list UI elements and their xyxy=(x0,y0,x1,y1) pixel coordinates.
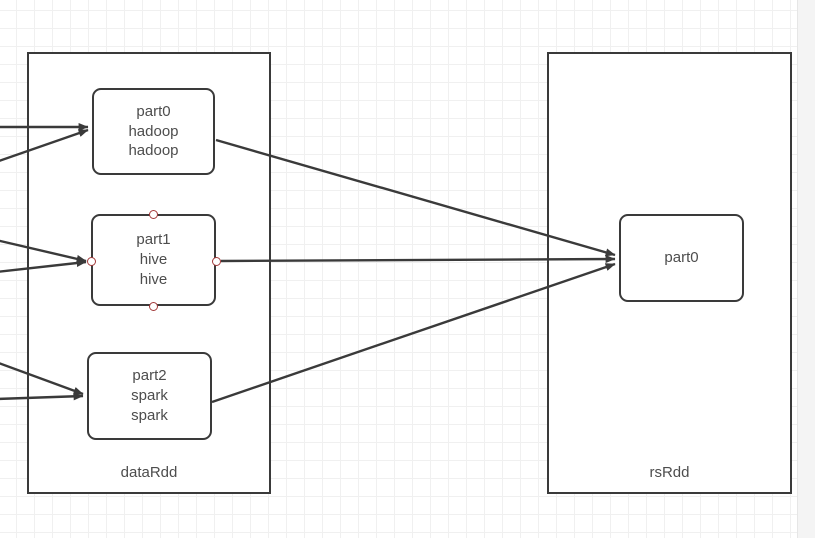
node-label-line-2: hadoop xyxy=(128,142,179,160)
node-label-line-1: hadoop xyxy=(128,122,179,140)
node-label-line-0: part0 xyxy=(136,102,171,120)
group-label-dataRdd: dataRdd xyxy=(120,464,178,481)
dataRdd-part1-handle-right[interactable] xyxy=(211,256,221,266)
node-label-line-0: part0 xyxy=(664,249,699,267)
node-label-line-2: spark xyxy=(131,406,168,424)
dataRdd-part1-handle-top[interactable] xyxy=(149,209,158,219)
dataRdd-part1-handle-bottom[interactable] xyxy=(149,301,158,311)
node-rsRdd-part0[interactable]: part0 xyxy=(619,214,744,302)
node-label-line-0: part2 xyxy=(132,367,167,385)
dataRdd-part1-handle-left[interactable] xyxy=(86,256,96,266)
group-label-rsRdd: rsRdd xyxy=(649,464,690,481)
node-dataRdd-part0[interactable]: part0 hadoop hadoop xyxy=(92,88,215,175)
node-label-line-2: hive xyxy=(139,270,168,288)
node-label-line-1: spark xyxy=(131,387,168,405)
node-label-line-0: part1 xyxy=(136,231,171,249)
node-label-line-1: hive xyxy=(139,251,168,269)
canvas-right-rail xyxy=(797,0,815,538)
